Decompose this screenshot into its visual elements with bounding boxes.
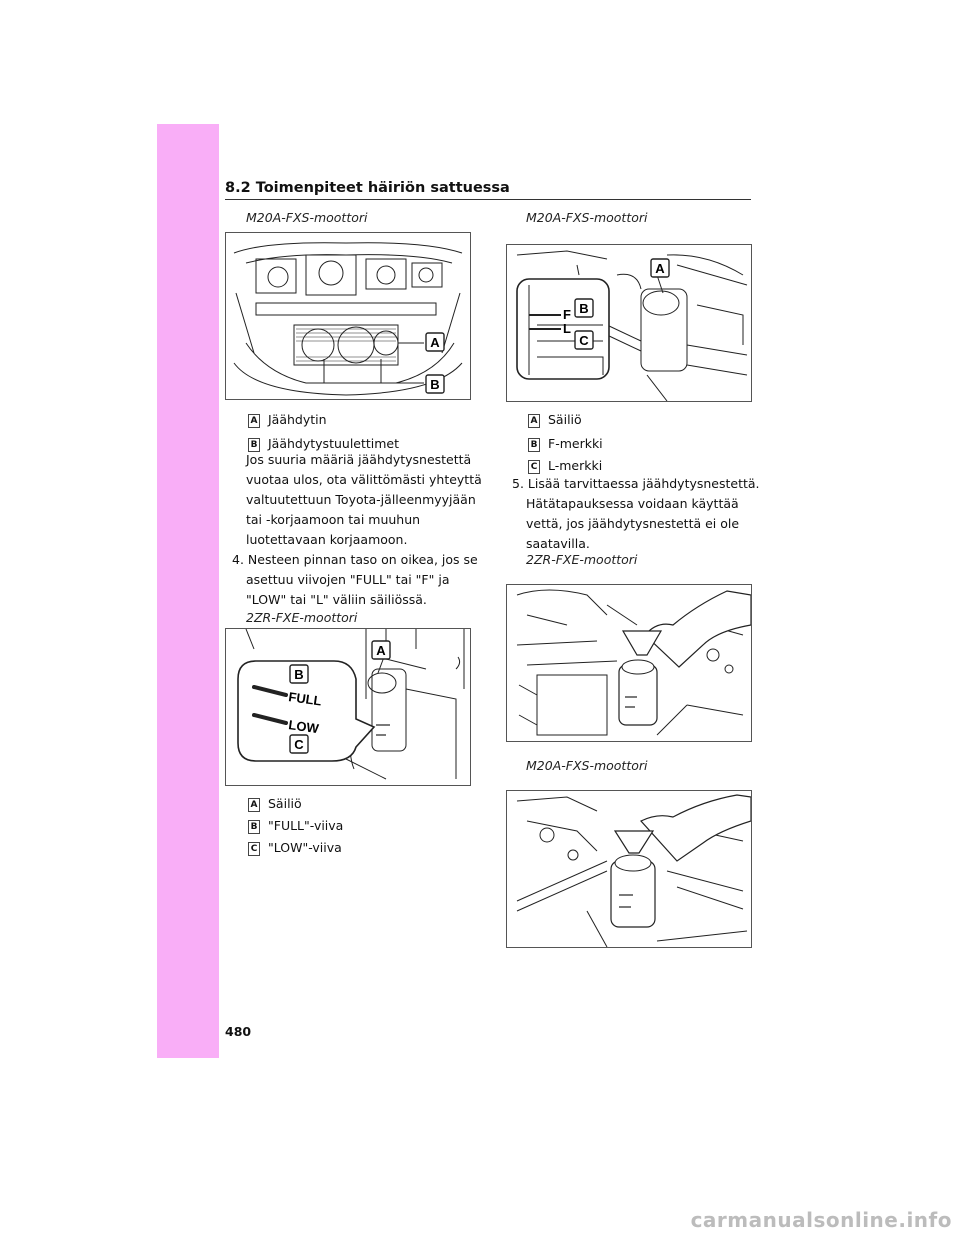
step-5: 5. Lisää tarvittaessa jäähdytysnestettä.… — [512, 476, 760, 551]
section-tab — [157, 124, 219, 1058]
fig2-legend-c: C"LOW"-viiva — [248, 840, 342, 856]
reservoir-figure-2zr: A FULL LOW B C — [225, 628, 471, 786]
fig5-caption: M20A-FXS-moottori — [526, 758, 648, 773]
step-4: 4. Nesteen pinnan taso on oikea, jos se … — [232, 552, 478, 607]
coolant-fill-figure-m20a — [506, 790, 752, 948]
fig3-caption: M20A-FXS-moottori — [526, 210, 648, 225]
fig2-label-c: C — [294, 737, 304, 752]
fig2-caption: 2ZR-FXE-moottori — [246, 610, 358, 625]
fig2-label-a: A — [376, 643, 386, 658]
fig3-label-l: L — [563, 321, 571, 336]
fig3-label-a: A — [655, 261, 665, 276]
coolant-fill-figure-2zr — [506, 584, 752, 742]
fig2-label-b: B — [294, 667, 303, 682]
fig3-label-f: F — [563, 307, 571, 322]
svg-text:LOW: LOW — [288, 717, 321, 736]
reservoir-figure-m20a: A F L B C — [506, 244, 752, 402]
fig1-label-a: A — [430, 335, 440, 350]
watermark: carmanualsonline.info — [690, 1208, 952, 1232]
page-number: 480 — [225, 1024, 252, 1039]
fig3-label-c: C — [579, 333, 589, 348]
fig3-label-b: B — [579, 301, 588, 316]
coolant-leak-note: Jos suuria määriä jäähdytysnestettä vuot… — [246, 452, 482, 547]
radiator-figure: A B — [225, 232, 471, 400]
header-rule — [225, 199, 751, 200]
fig2-legend-b: B"FULL"-viiva — [248, 818, 343, 834]
svg-text:FULL: FULL — [288, 689, 323, 708]
fig4-caption: 2ZR-FXE-moottori — [526, 552, 638, 567]
section-title: 8.2 Toimenpiteet häiriön sattuessa — [225, 180, 510, 196]
fig1-caption: M20A-FXS-moottori — [246, 210, 368, 225]
fig1-label-b: B — [430, 377, 439, 392]
